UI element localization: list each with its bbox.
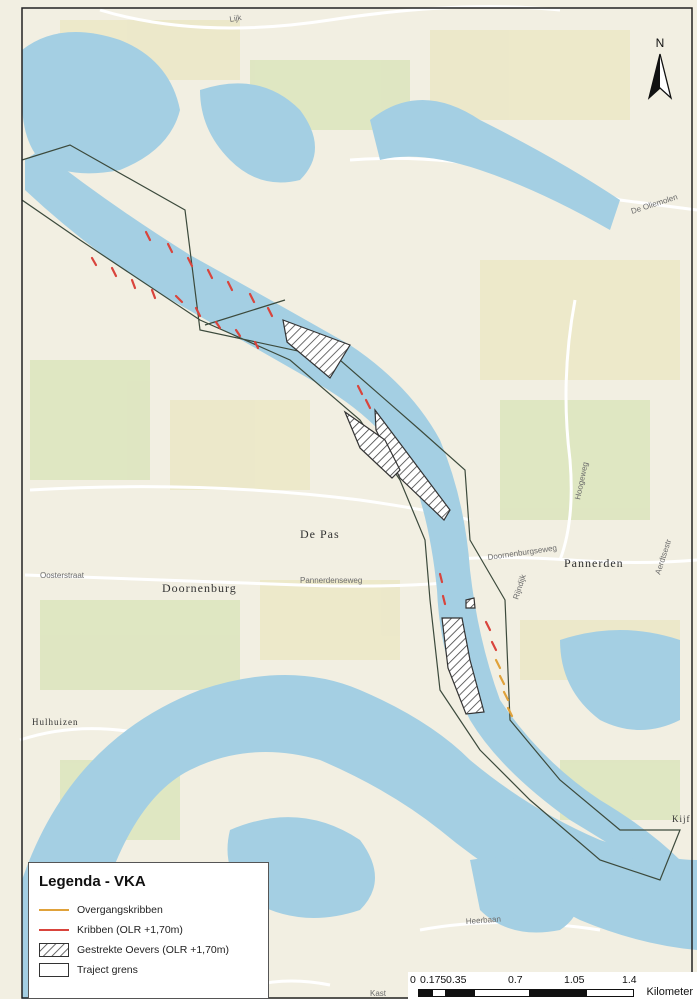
scale-tick: 0 <box>410 974 416 986</box>
road-label-kast: Kast <box>370 989 387 998</box>
scale-segment <box>432 989 446 997</box>
legend-swatch-hatch-icon <box>39 943 69 957</box>
legend-item-label: Kribben (OLR +1,70m) <box>77 924 183 936</box>
place-label-de-pas: De Pas <box>300 527 340 541</box>
legend-item-label: Gestrekte Oevers (OLR +1,70m) <box>77 944 230 956</box>
legend-item-gestrekte-oevers: Gestrekte Oevers (OLR +1,70m) <box>39 940 258 960</box>
legend-item-label: Traject grens <box>77 964 138 976</box>
place-label-hulhuizen: Hulhuizen <box>32 717 79 727</box>
north-label: N <box>655 36 665 50</box>
lake-upper-left <box>22 32 180 174</box>
road-label-oosterstraat: Oosterstraat <box>40 571 85 580</box>
scale-tick: 0.35 <box>446 974 467 986</box>
legend-item-kribben: Kribben (OLR +1,70m) <box>39 920 258 940</box>
scale-segment <box>586 989 634 997</box>
scale-segment <box>418 989 432 997</box>
lake-upper-right <box>370 100 620 230</box>
gestrekte-oevers <box>282 319 485 715</box>
river-waal <box>22 675 697 999</box>
legend-swatch-line-icon <box>39 903 69 917</box>
legend-swatch-line-icon <box>39 923 69 937</box>
place-label-pannerden: Pannerden <box>564 556 624 570</box>
north-arrow: N <box>645 36 675 102</box>
river-pannerdensch-kanaal <box>25 150 680 880</box>
map-frame <box>21 7 693 999</box>
road-label-pannerdenseweg: Pannerdenseweg <box>300 576 362 585</box>
scale-bar: 0 0.175 0.35 0.7 1.05 1.4 Kilometer <box>408 972 697 999</box>
scale-segment <box>530 989 586 997</box>
land-patches <box>30 20 680 840</box>
scale-segment <box>446 989 474 997</box>
lake-upper-mid <box>200 83 315 183</box>
scale-unit: Kilometer <box>646 986 693 998</box>
traject-grens <box>21 144 681 881</box>
place-label-kijf: Kijf <box>672 814 691 824</box>
legend-item-traject-grens: Traject grens <box>39 960 258 980</box>
legend-title: Legenda - VKA <box>39 873 146 890</box>
legend-panel: Legenda - VKA Overgangskribben Kribben (… <box>28 862 269 999</box>
legend-swatch-box-icon <box>39 963 69 977</box>
scale-tick: 1.05 <box>564 974 585 986</box>
scale-tick: 1.4 <box>622 974 637 986</box>
lake-right <box>560 630 680 730</box>
lake-lower-right <box>470 857 578 933</box>
overgangskribben <box>494 658 514 718</box>
place-label-doornenburg: Doornenburg <box>162 581 237 595</box>
scale-tick: 0.7 <box>508 974 523 986</box>
north-arrow-icon <box>647 53 673 100</box>
kribben <box>90 230 498 652</box>
legend-item-label: Overgangskribben <box>77 904 163 916</box>
scale-segment <box>474 989 530 997</box>
scale-tick: 0.175 <box>420 974 447 986</box>
legend-item-overgangskribben: Overgangskribben <box>39 900 258 920</box>
road-label-lijk: Lijk <box>229 13 243 24</box>
road-label-heerbaan: Heerbaan <box>466 915 502 926</box>
